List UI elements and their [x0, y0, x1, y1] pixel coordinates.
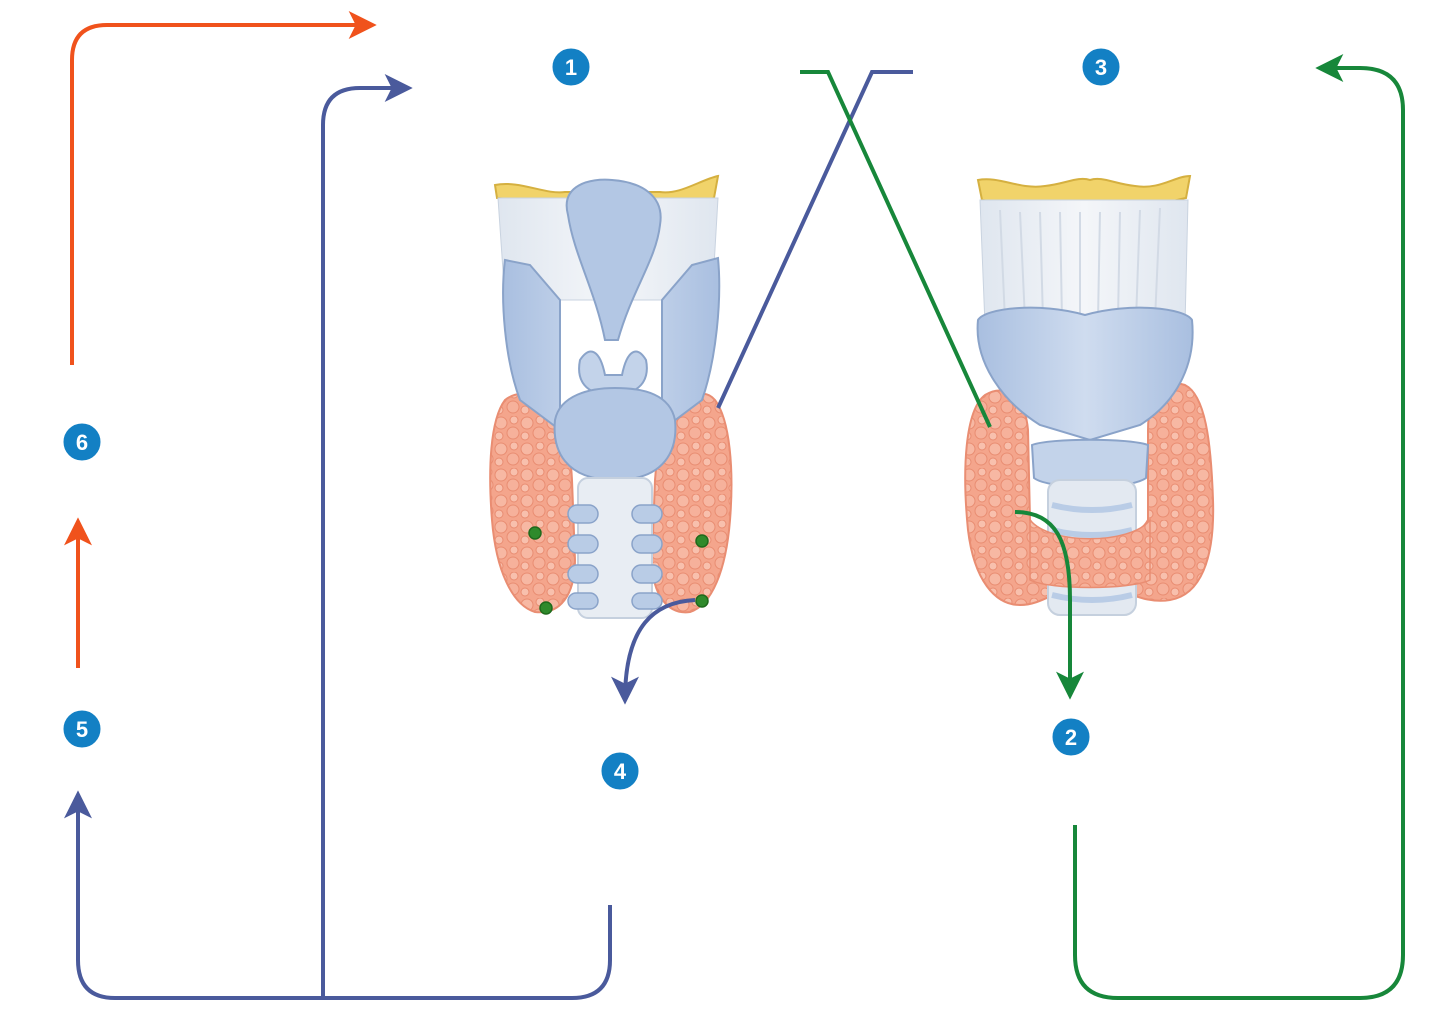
- arrow-bottom-to-1: [321, 74, 413, 998]
- parathyroid-gland-lower-left: [539, 601, 553, 615]
- badge-5: 5: [60, 707, 104, 751]
- tracheal-rings-posterior: [567, 504, 663, 610]
- badge-1: 1: [549, 45, 593, 89]
- tracheal-rings-anterior: [1051, 502, 1133, 603]
- epiglottis: [565, 178, 662, 341]
- badge-4-label: 4: [614, 759, 627, 784]
- badge-2-label: 2: [1065, 725, 1077, 750]
- badge-3-label: 3: [1095, 55, 1107, 80]
- arrow-4-to-5: [64, 790, 612, 1000]
- arrow-3-to-thyroid: [800, 70, 992, 428]
- parathyroid-gland-upper-left: [528, 526, 542, 540]
- cricoid-cartilage-posterior: [553, 386, 677, 482]
- badge-6: 6: [60, 420, 104, 464]
- arrow-6-to-1: [70, 11, 377, 365]
- posterior-larynx-thyroid-illustration: [489, 174, 733, 619]
- badge-4: 4: [598, 749, 642, 793]
- membrane-striations: [999, 207, 1161, 321]
- arrow-thyroid-to-2: [1014, 510, 1084, 700]
- arrow-2-to-3: [1073, 54, 1405, 1000]
- anterior-larynx-thyroid-illustration: [964, 174, 1215, 616]
- badge-2: 2: [1049, 715, 1093, 759]
- arrow-parathyroid-to-4: [611, 598, 696, 705]
- arrow-1-to-parathyroid: [716, 70, 913, 409]
- badge-6-label: 6: [76, 430, 88, 455]
- badge-3: 3: [1079, 45, 1123, 89]
- badge-5-label: 5: [76, 717, 88, 742]
- parathyroid-gland-upper-right: [695, 534, 709, 548]
- thyroid-cartilage-anterior: [976, 306, 1194, 442]
- parathyroid-gland-lower-right: [695, 594, 709, 608]
- badge-1-label: 1: [565, 55, 577, 80]
